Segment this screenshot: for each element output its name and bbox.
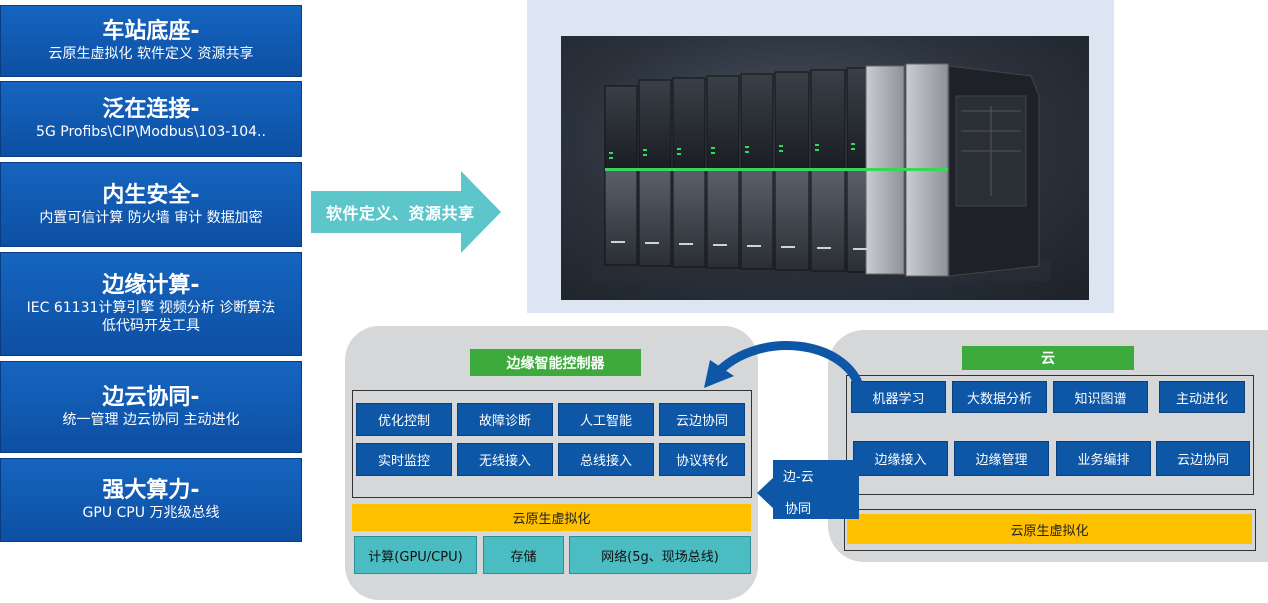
feature-subtitle: 5G Profibs\CIP\Modbus\103-104.. <box>36 124 266 140</box>
feature-subtitle: 统一管理 边云协同 主动进化 <box>62 412 240 428</box>
feature-subtitle: IEC 61131计算引擎 视频分析 诊断算法 <box>26 300 276 316</box>
curved-arrow-icon <box>704 341 865 390</box>
edge-func-bus-access: 总线接入 <box>558 443 654 476</box>
edge-func-ai: 人工智能 <box>558 403 654 436</box>
cloud-virtualization-bar: 云原生虚拟化 <box>847 514 1252 544</box>
edge-func-fault-diagnosis: 故障诊断 <box>457 403 553 436</box>
edge-func-protocol-convert: 协议转化 <box>659 443 745 476</box>
cloud-func-big-data: 大数据分析 <box>952 381 1047 413</box>
cloud-func-edge-access: 边缘接入 <box>853 441 948 476</box>
cloud-func-knowledge-graph: 知识图谱 <box>1053 381 1148 413</box>
edge-cloud-line2: 协同 <box>785 502 812 517</box>
controller-hardware-image <box>561 36 1089 300</box>
edge-func-realtime-monitor: 实时监控 <box>356 443 452 476</box>
edge-func-cloud-edge-collab: 云边协同 <box>659 403 745 436</box>
feature-title: 内生安全- <box>102 182 200 208</box>
feature-subtitle: 内置可信计算 防火墙 审计 数据加密 <box>39 209 263 226</box>
arrow-label: 软件定义、资源共享 <box>326 204 475 223</box>
edge-cloud-collab-label: 边-云 协同 <box>773 460 859 519</box>
resource-storage: 存储 <box>483 536 564 574</box>
cloud-func-machine-learning: 机器学习 <box>851 381 946 413</box>
cloud-func-edge-management: 边缘管理 <box>954 441 1049 476</box>
edge-func-optimize-control: 优化控制 <box>356 403 452 436</box>
feature-title: 强大算力- <box>102 478 200 503</box>
feature-title: 边缘计算- <box>102 273 200 298</box>
feature-subtitle-2: 低代码开发工具 <box>102 318 200 334</box>
resource-compute: 计算(GPU/CPU) <box>354 536 477 574</box>
edge-cloud-line1: 边-云 <box>783 470 814 485</box>
feature-station-base: 车站底座- 云原生虚拟化 软件定义 资源共享 <box>0 5 302 77</box>
feature-edge-computing: 边缘计算- IEC 61131计算引擎 视频分析 诊断算法 低代码开发工具 <box>0 252 302 356</box>
edge-func-wireless-access: 无线接入 <box>457 443 553 476</box>
cloud-title: 云 <box>962 346 1134 370</box>
left-arrow-icon <box>757 476 775 510</box>
cloud-func-active-evolution: 主动进化 <box>1159 381 1245 413</box>
feature-ubiquitous-connection: 泛在连接- 5G Profibs\CIP\Modbus\103-104.. <box>0 81 302 157</box>
edge-virtualization-bar: 云原生虚拟化 <box>352 504 751 531</box>
right-arrow-icon <box>311 171 501 253</box>
cloud-virtualization-frame <box>844 509 1256 551</box>
feature-title: 车站底座- <box>102 19 200 44</box>
feature-title: 边云协同- <box>102 385 200 410</box>
feature-subtitle: GPU CPU 万兆级总线 <box>82 505 220 521</box>
feature-edge-cloud-collab: 边云协同- 统一管理 边云协同 主动进化 <box>0 361 302 453</box>
cloud-func-cloud-edge-collab: 云边协同 <box>1156 441 1250 476</box>
edge-controller-title: 边缘智能控制器 <box>470 349 641 376</box>
feature-compute-power: 强大算力- GPU CPU 万兆级总线 <box>0 458 302 542</box>
feature-intrinsic-security: 内生安全- 内置可信计算 防火墙 审计 数据加密 <box>0 162 302 247</box>
feature-title: 泛在连接- <box>102 97 200 122</box>
cloud-func-orchestration: 业务编排 <box>1056 441 1151 476</box>
resource-network: 网络(5g、现场总线) <box>569 536 751 574</box>
feature-subtitle: 云原生虚拟化 软件定义 资源共享 <box>48 46 254 62</box>
